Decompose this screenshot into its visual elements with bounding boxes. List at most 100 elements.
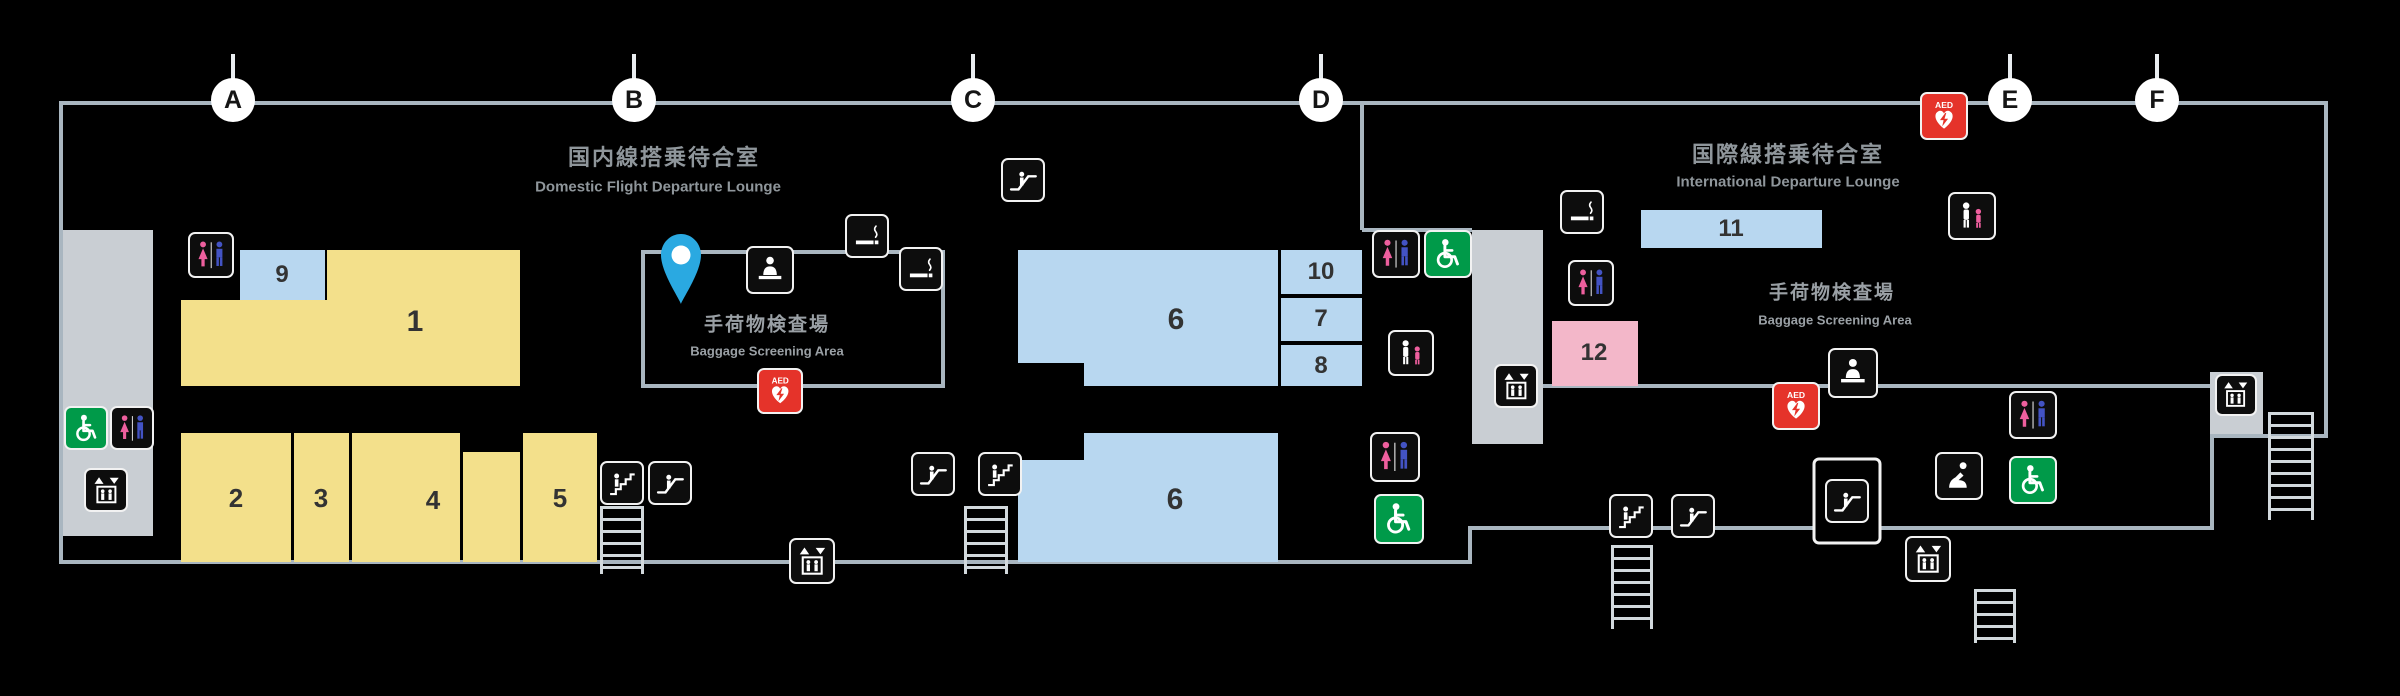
baby-care-glyph: [1962, 202, 1982, 228]
moving-walkway-icon: [1001, 158, 1045, 202]
outer-wall: [59, 101, 2328, 564]
room-6-upper-ext: [1084, 363, 1278, 386]
marker-stem: [632, 54, 636, 80]
marker-stem: [2008, 54, 2012, 80]
elevator-glyph: [94, 476, 119, 503]
baggage-screening-right-label-jp: 手荷物検査場: [1768, 282, 1896, 304]
baby-care-room-icon: [1388, 330, 1434, 376]
stairs-glyph: [609, 472, 635, 495]
aed-glyph: AED: [1935, 100, 1953, 129]
smoking-glyph: [855, 224, 878, 244]
smoking-glyph: [1570, 200, 1593, 220]
room-4: [352, 433, 460, 562]
baby-care-room-icon: [1948, 192, 1996, 240]
escalator-icon: [1825, 479, 1869, 523]
room-12: [1552, 321, 1638, 386]
room-8: [1281, 345, 1362, 386]
elevator-glyph: [1504, 372, 1529, 399]
current-location-pin: [655, 228, 707, 311]
staircase: [964, 506, 1008, 574]
wheelchair-accessible-icon: [64, 406, 108, 450]
escalator-glyph: [1833, 492, 1861, 512]
room-6-lower-ext: [1018, 460, 1084, 562]
information-glyph: [1841, 359, 1865, 383]
escalator-glyph: [1679, 507, 1707, 527]
section-marker-D: D: [1299, 78, 1343, 122]
room-label-4: 4: [425, 485, 441, 515]
elevator-glyph: [1915, 545, 1941, 573]
room-label-1: 1: [406, 305, 424, 338]
stairs-icon: [1609, 494, 1653, 538]
wheelchair-glyph: [75, 414, 96, 441]
wheelchair-accessible-icon: [1424, 230, 1472, 278]
section-marker-C: C: [951, 78, 995, 122]
aed-icon: AED: [757, 368, 803, 414]
room-label-2: 2: [228, 483, 244, 513]
smoking-area-icon: [845, 214, 889, 258]
elevator-glyph: [2224, 382, 2248, 408]
marker-stem: [971, 54, 975, 80]
marker-stem: [1319, 54, 1323, 80]
aed-icon: AED: [1772, 382, 1820, 430]
staircase: [2268, 412, 2314, 520]
restroom-glyph: [119, 414, 143, 441]
restroom-icon: [1372, 230, 1420, 278]
information-counter-icon: [746, 246, 794, 294]
room-9: [240, 250, 325, 300]
section-marker-B: B: [612, 78, 656, 122]
room-5: [523, 433, 597, 562]
svg-text:AED: AED: [1935, 100, 1953, 110]
room-6-lower: [1084, 433, 1278, 562]
prayer-glyph: [1949, 462, 1967, 488]
room-label-7: 7: [1314, 305, 1328, 332]
stairs-icon: [600, 461, 644, 505]
prayer-room-icon: [1935, 452, 1983, 500]
room-10: [1281, 250, 1362, 294]
aed-glyph: AED: [1787, 390, 1805, 419]
smoking-area-icon: [1560, 190, 1604, 234]
room-label-6: 6: [1166, 483, 1184, 516]
room-1: [181, 300, 520, 386]
elevator-icon: [1905, 536, 1951, 582]
staircase: [600, 506, 644, 574]
international-lounge-label-en: International Departure Lounge: [1676, 173, 1900, 191]
information-counter-icon: [1828, 348, 1878, 398]
baggage-screening-room-left-wall: [641, 250, 945, 388]
staircase: [1974, 589, 2016, 643]
room-label-3: 3: [313, 483, 329, 513]
escalator-icon: [1671, 494, 1715, 538]
escalator-icon: [648, 461, 692, 505]
room-7: [1281, 298, 1362, 341]
marker-stem: [231, 54, 235, 80]
escalator-glyph: [919, 465, 947, 485]
svg-text:AED: AED: [771, 376, 788, 385]
information-glyph: [758, 256, 782, 280]
wheelchair-accessible-icon: [2009, 456, 2057, 504]
wheelchair-glyph: [2021, 465, 2044, 494]
room-label-10: 10: [1307, 258, 1335, 285]
international-lounge-label-jp: 国際線搭乗待合室: [1691, 142, 1885, 167]
elevator-icon: [789, 538, 835, 584]
section-marker-A: A: [211, 78, 255, 122]
baby-care-glyph: [1402, 339, 1420, 365]
room-11: [1641, 210, 1822, 248]
baggage-screening-left-label-en: Baggage Screening Area: [690, 343, 844, 359]
elevator-glyph: [799, 547, 825, 575]
room-1-upper: [327, 250, 520, 303]
section-marker-E: E: [1988, 78, 2032, 122]
elevator-icon: [1494, 364, 1538, 408]
room-label-5: 5: [552, 483, 568, 513]
restroom-icon: [2009, 391, 2057, 439]
room-label-6: 6: [1167, 303, 1185, 336]
wheelchair-glyph: [1387, 503, 1411, 534]
aed-glyph: AED: [771, 376, 789, 404]
room-label-8: 8: [1314, 352, 1328, 379]
marker-stem: [2155, 54, 2159, 80]
restroom-glyph: [1578, 269, 1603, 296]
stairs-glyph: [1618, 505, 1644, 528]
room-label-12: 12: [1580, 339, 1608, 366]
room-3: [294, 433, 349, 562]
elevator-icon: [2215, 374, 2257, 416]
restroom-glyph: [198, 241, 223, 268]
